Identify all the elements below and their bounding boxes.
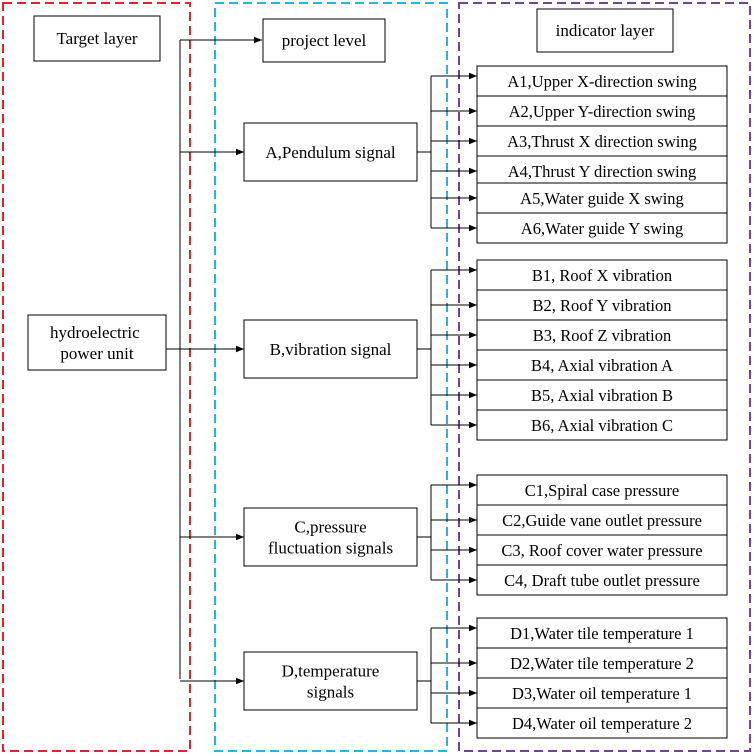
indicator-label: C1,Spiral case pressure <box>525 481 679 500</box>
indicator-label: D3,Water oil temperature 1 <box>512 684 692 703</box>
indicator-label: D4,Water oil temperature 2 <box>512 714 692 733</box>
target-layer-header-box <box>33 15 161 62</box>
indicator-box <box>476 319 728 351</box>
indicator-label: B2, Roof Y vibration <box>532 296 671 315</box>
groups-layer: A,Pendulum signal A1,Upper X-direction sw… <box>180 65 728 739</box>
target-layer-header: Target layer <box>56 29 137 48</box>
indicator-label: D1,Water tile temperature 1 <box>510 624 694 643</box>
indicator-box <box>476 259 728 291</box>
indicator-box <box>476 379 728 411</box>
indicator-box <box>476 212 728 244</box>
group-b-label-line: B,vibration signal <box>270 340 392 359</box>
group-d-label: D,temperature signals <box>282 662 380 702</box>
project-level-header: project level <box>282 31 367 50</box>
indicator-layer-header-box <box>536 8 674 53</box>
indicator-label: B4, Axial vibration A <box>531 356 673 375</box>
indicator-box <box>476 564 728 596</box>
group-d-box <box>243 651 418 711</box>
indicator-label: A5,Water guide X swing <box>520 189 684 208</box>
root-node-line-1: hydroelectric <box>50 323 140 342</box>
indicator-box <box>476 95 728 127</box>
indicator-box <box>476 707 728 739</box>
group-c-label: C,pressure fluctuation signals <box>268 518 393 558</box>
indicator-label: B5, Axial vibration B <box>531 386 673 405</box>
indicator-label: B6, Axial vibration C <box>531 416 673 435</box>
indicator-label: C4, Draft tube outlet pressure <box>504 571 700 590</box>
indicator-box <box>476 125 728 157</box>
indicator-box <box>476 504 728 536</box>
project-layer-frame <box>214 2 448 752</box>
group-b-label: B,vibration signal <box>270 340 392 359</box>
group-c-label-line: C,pressure <box>294 518 366 537</box>
indicator-label: A2,Upper Y-direction swing <box>509 102 696 121</box>
group-a-label: A,Pendulum signal <box>265 143 396 162</box>
indicator-box <box>476 534 728 566</box>
indicator-label: B1, Roof X vibration <box>532 266 672 285</box>
root-node-box <box>27 314 167 371</box>
group-d-label-line: D,temperature <box>282 662 380 681</box>
group-c-box <box>243 507 418 567</box>
indicator-label: B3, Roof Z vibration <box>533 326 671 345</box>
indicator-box <box>476 182 728 214</box>
indicator-label: C3, Roof cover water pressure <box>501 541 702 560</box>
indicator-label: A1,Upper X-direction swing <box>507 72 696 91</box>
group-b-box <box>243 319 418 379</box>
indicator-label: D2,Water tile temperature 2 <box>510 654 694 673</box>
target-layer-frame <box>2 2 191 752</box>
indicator-layer-frame <box>458 2 751 752</box>
indicator-box <box>476 647 728 679</box>
indicator-layer-header: indicator layer <box>556 21 655 40</box>
root-node-label: hydroelectric power unit <box>50 323 144 363</box>
indicator-box <box>476 289 728 321</box>
indicator-label: C2,Guide vane outlet pressure <box>502 511 702 530</box>
indicator-label: A6,Water guide Y swing <box>521 219 683 238</box>
group-c-label-line: fluctuation signals <box>268 539 393 558</box>
indicator-label: A4,Thrust Y direction swing <box>508 162 697 181</box>
group-a-label-line: A,Pendulum signal <box>265 143 396 162</box>
root-node-line-2: power unit <box>60 344 133 363</box>
group-d-label-line: signals <box>307 683 354 702</box>
indicator-box <box>476 65 728 97</box>
indicator-box <box>476 349 728 381</box>
indicator-box <box>476 474 728 506</box>
indicator-label: A3,Thrust X direction swing <box>507 132 697 151</box>
indicator-box <box>476 409 728 441</box>
project-level-header-box <box>262 18 386 63</box>
indicator-box <box>476 155 728 187</box>
